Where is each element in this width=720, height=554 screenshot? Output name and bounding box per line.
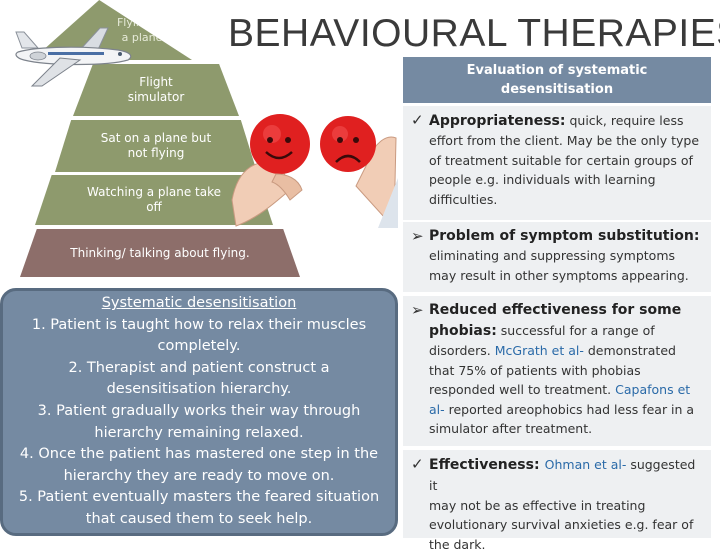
effectiveness-text-b: may not be as effective in treating evol… [411, 496, 705, 554]
reduced-text-d: reported areophobics had less fear in a … [429, 402, 694, 437]
steps-heading: Systematic desensitisation [17, 293, 381, 315]
step-5: 5. Patient eventually masters the feared… [17, 487, 381, 530]
reduced-effectiveness-panel: ➢ Reduced effectiveness for some phobias… [403, 296, 711, 446]
hierarchy-tier-5-label: Thinking/ talking about flying. [70, 246, 249, 261]
arrow-bullet-icon: ➢ [411, 226, 429, 246]
substitution-panel: ➢ Problem of symptom substitution: elimi… [403, 222, 711, 292]
reduced-details: disorders. McGrath et al- demonstrated t… [411, 341, 705, 439]
evaluation-heading: Evaluation of systematic desensitisation [403, 57, 711, 103]
step-4: 4. Once the patient has mastered one ste… [17, 444, 381, 487]
check-icon: ✓ [411, 110, 429, 130]
stress-balls-image [228, 78, 398, 228]
hierarchy-tier-4-label: Watching a plane take off [79, 185, 229, 215]
citation-ohman: Ohman et al- [545, 457, 627, 472]
effectiveness-lead: Effectiveness: [429, 457, 540, 473]
appropriateness-text-b: effort from the client. May be the only … [411, 131, 705, 209]
step-3: 3. Patient gradually works their way thr… [17, 401, 381, 444]
hierarchy-tier-3-label: Sat on a plane but not flying [91, 131, 221, 161]
appropriateness-lead: Appropriateness: [429, 113, 566, 129]
step-1: 1. Patient is taught how to relax their … [17, 315, 381, 358]
systematic-desensitisation-box: Systematic desensitisation 1. Patient is… [0, 288, 398, 536]
effectiveness-panel: ✓ Effectiveness: Ohman et al- suggested … [403, 450, 711, 538]
step-2: 2. Therapist and patient construct a des… [17, 358, 381, 401]
appropriateness-text-a: quick, require less [566, 113, 684, 128]
check-icon: ✓ [411, 454, 429, 474]
reduced-lead-b: phobias: [429, 323, 497, 339]
reduced-text-a: successful for a range of [497, 323, 655, 338]
citation-mcgrath: McGrath et al- [495, 343, 584, 358]
substitution-text: eliminating and suppressing symptoms may… [411, 246, 705, 285]
substitution-lead: Problem of symptom substitution: [429, 226, 699, 246]
hierarchy-tier-5: Thinking/ talking about flying. [20, 229, 300, 277]
reduced-text-b: disorders. [429, 343, 495, 358]
hierarchy-tier-3: Sat on a plane but not flying [55, 120, 257, 172]
appropriateness-panel: ✓ Appropriateness: quick, require less e… [403, 106, 711, 220]
reduced-lead-a: Reduced effectiveness for some [429, 300, 681, 320]
evaluation-heading-text: Evaluation of systematic desensitisation [457, 61, 657, 99]
arrow-bullet-icon: ➢ [411, 300, 429, 320]
airplane-image [8, 22, 136, 94]
page-title: BEHAVIOURAL THERAPIES [228, 12, 720, 56]
